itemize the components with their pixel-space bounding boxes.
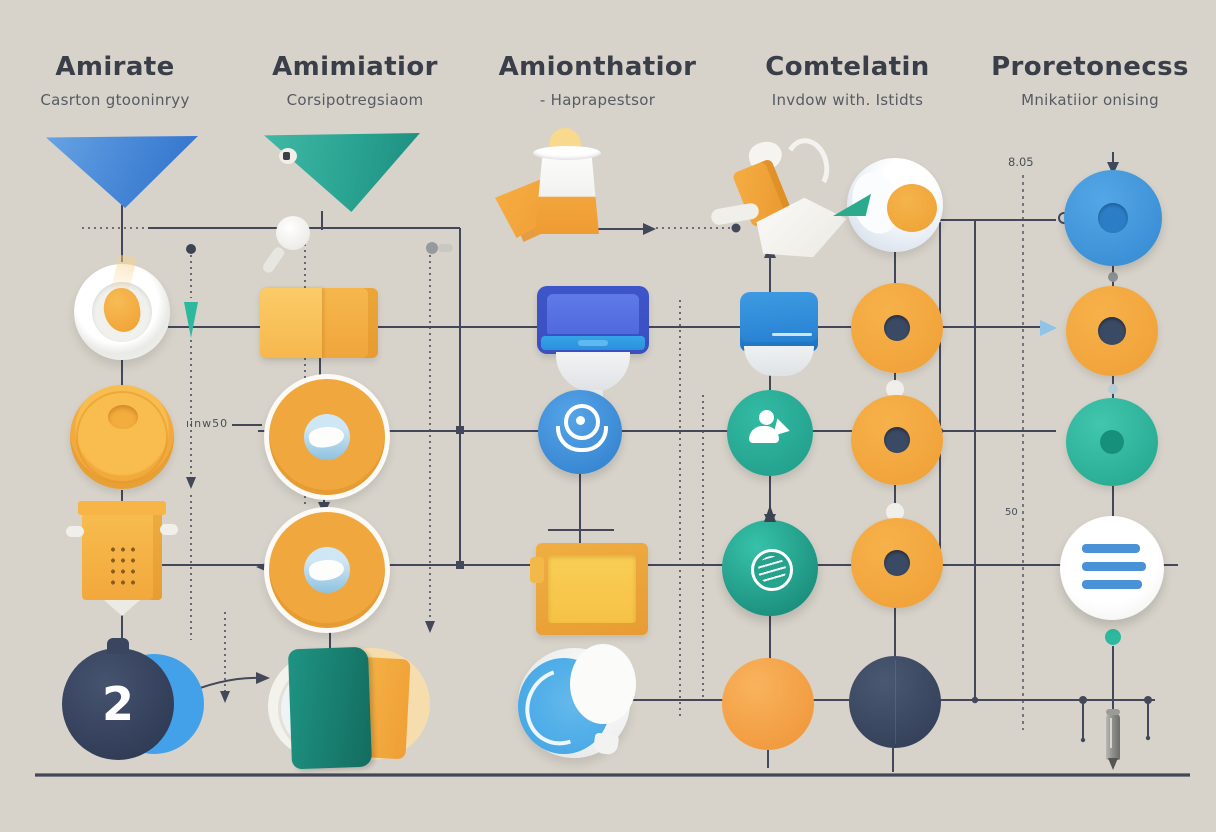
node-pip [1098, 317, 1126, 345]
blue-monitor-icon [537, 286, 649, 354]
column-1-subtitle: Casrton gtooninryy [40, 91, 190, 109]
box-lip [78, 501, 166, 515]
play-arrow-glyph [773, 418, 792, 440]
list-bar [1082, 580, 1142, 589]
white-list-circle-icon [1060, 516, 1164, 620]
orange-node-circle-icon [1066, 286, 1158, 376]
box-handle-right [160, 524, 178, 535]
pen-tip [1108, 758, 1118, 770]
egg-sphere-icon [833, 158, 943, 252]
globe-glyph [751, 549, 793, 591]
yellow-frame-icon [530, 543, 648, 635]
wire-hook [779, 134, 835, 198]
navy-sphere-numbered-icon: 2 [62, 638, 174, 760]
teal-node-circle-icon [1066, 398, 1158, 486]
column-3-title: Amionthatior [498, 52, 697, 82]
column-header-3: Amionthatior - Haprapestsor [480, 52, 715, 109]
column-3-subtitle: - Haprapestsor [539, 91, 656, 109]
frame-inner [548, 555, 636, 623]
sphere-seam [895, 659, 896, 745]
monitor-panel [547, 294, 639, 334]
column-header-2: Amimiatior Corsipotregsiaom [255, 52, 455, 109]
column-5-subtitle: Mnikatiior onising [1021, 91, 1159, 109]
camera-lens [283, 152, 290, 160]
badge-core [304, 414, 350, 460]
user-body-glyph [749, 426, 779, 443]
paper-plane-rig-icon [705, 134, 855, 260]
user-head-glyph [759, 410, 774, 425]
box-handle-left [66, 526, 84, 537]
teal-user-circle-icon [727, 390, 813, 476]
column-4-title: Comtelatin [765, 52, 930, 82]
list-bar [1082, 544, 1140, 553]
monitor-slot [578, 340, 608, 346]
egg-yolk [887, 184, 937, 232]
orange-sphere-icon [722, 658, 814, 750]
column-2-subtitle: Corsipotregsiaom [286, 91, 424, 109]
disc-knob [108, 405, 138, 429]
blue-node-circle-icon [1064, 170, 1162, 266]
blue-webcam-circle-icon [538, 390, 622, 474]
paper-lamp-icon [495, 128, 623, 260]
list-bar [1082, 562, 1146, 571]
yellow-carton-box-icon [260, 288, 378, 358]
blue-swirl-bubble-icon [511, 644, 636, 759]
sphere-number: 2 [101, 677, 134, 731]
disc-edge [76, 391, 168, 483]
teal-globe-sphere-icon [722, 505, 818, 616]
column-header-5: Proretonecss Mnikatiior onising [980, 52, 1200, 109]
column-2-title: Amimiatior [272, 52, 438, 82]
lamp-bucket [535, 152, 599, 234]
camera-blob-icon [279, 148, 297, 164]
book-plate-icon [268, 640, 430, 770]
column-4-subtitle: Invdow with. Istidts [771, 91, 924, 109]
navy-sphere-icon [849, 656, 941, 748]
plate-with-yolk-icon [74, 254, 170, 360]
pen-highlight [1110, 718, 1112, 748]
node-pip [884, 427, 910, 453]
carton-flap [260, 288, 322, 358]
box-dot-grid [108, 544, 138, 588]
bird-glyph [307, 424, 346, 450]
measure-label-mid-right: 50 [1005, 507, 1018, 518]
lamp-rim [533, 146, 601, 160]
orange-ring-badge-icon [264, 507, 390, 633]
node-pip [884, 315, 910, 341]
badge-core [304, 547, 350, 593]
sphere-knob [107, 638, 129, 654]
swirl-white-half [570, 644, 636, 724]
node-pip [1098, 203, 1128, 233]
teal-book-cover [287, 646, 373, 770]
bird-glyph [307, 557, 346, 583]
plumb-pen-icon [1106, 709, 1120, 770]
orange-ring-badge-icon [264, 374, 390, 500]
column-header-1: Amirate Casrton gtooninryy [15, 52, 215, 109]
box-funnel-spout [104, 600, 140, 616]
measure-label-left: ıınw50 [186, 417, 229, 430]
node-pip [884, 550, 910, 576]
node-pip [1100, 430, 1124, 454]
orange-node-circle-icon [851, 395, 943, 485]
measure-label-top-right: 8.05 [1008, 155, 1034, 169]
orange-counter-box-icon [66, 501, 178, 616]
pen-cap [1106, 709, 1120, 715]
frame-tab [530, 557, 544, 583]
bin-slot [772, 333, 812, 336]
column-1-title: Amirate [55, 52, 175, 82]
orange-node-circle-icon [851, 283, 943, 373]
webcam-dot [576, 416, 585, 425]
webcam-ring [564, 404, 600, 440]
column-5-title: Proretonecss [991, 52, 1189, 82]
orange-disc-icon [70, 385, 174, 489]
sphere-spike [764, 505, 776, 522]
orange-node-circle-icon [851, 518, 943, 608]
column-header-4: Comtelatin Invdow with. Istidts [740, 52, 955, 109]
globe-lines [754, 552, 790, 588]
blue-bin-icon [740, 292, 818, 352]
magnifier-icon [260, 216, 310, 275]
